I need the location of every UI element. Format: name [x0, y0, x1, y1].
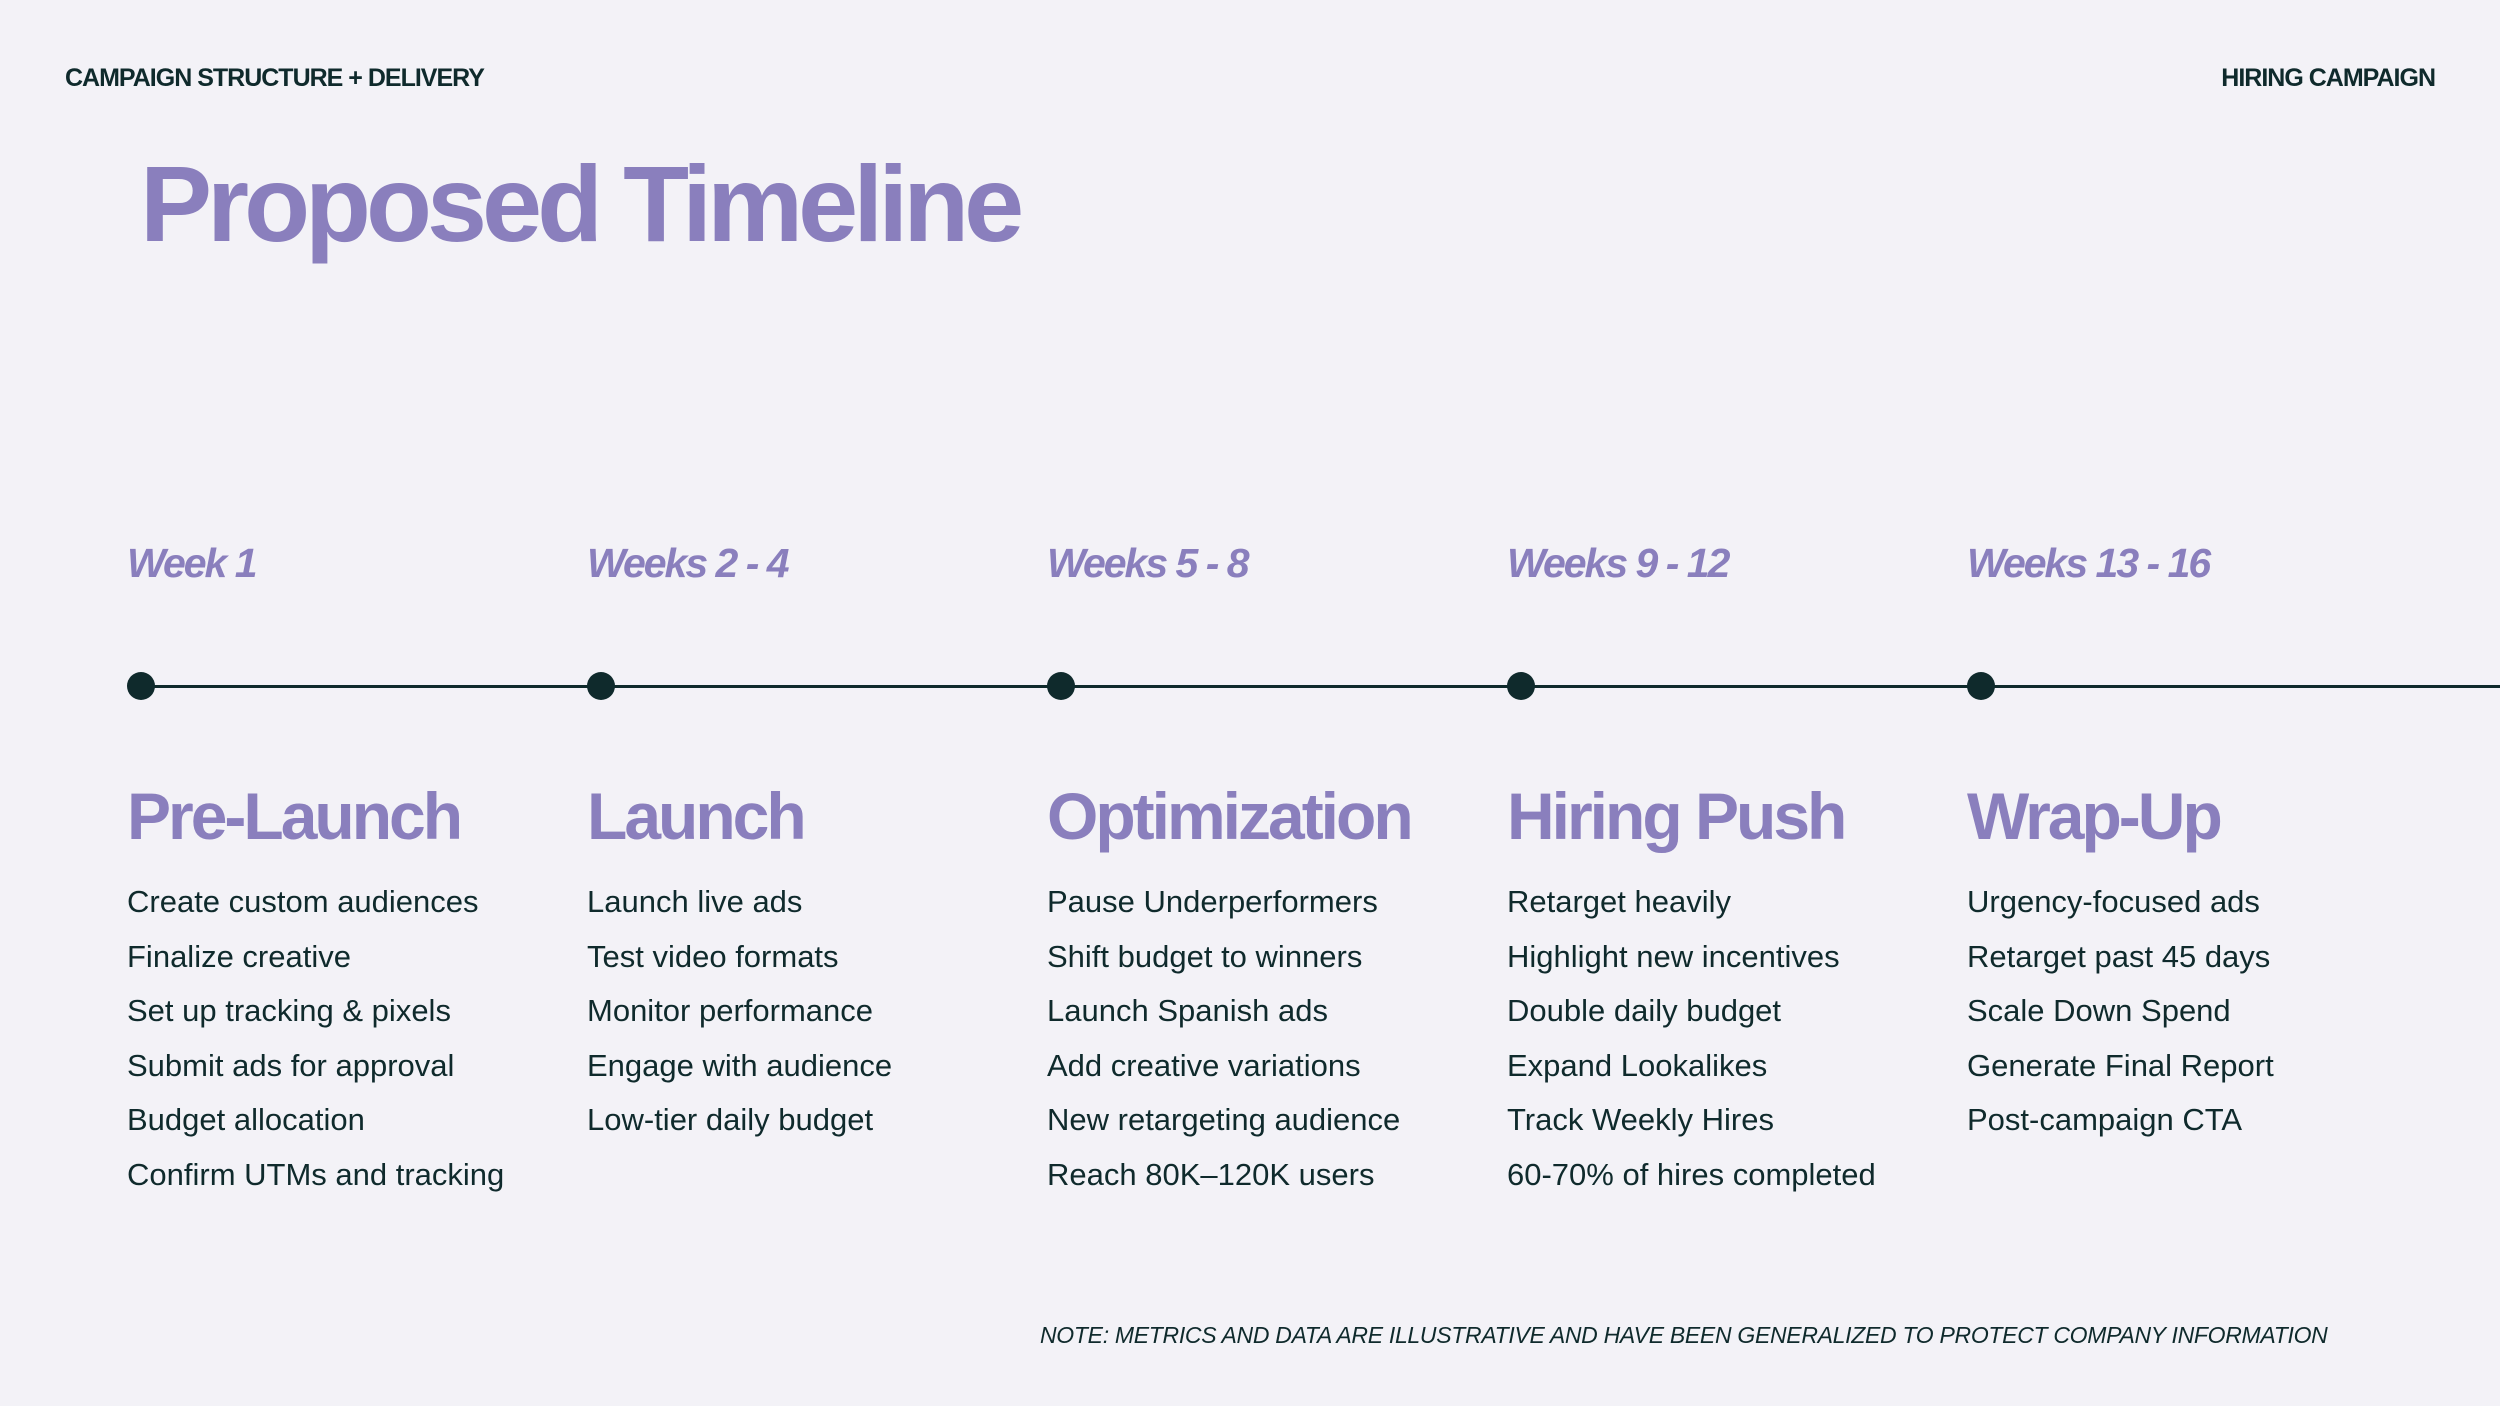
- timeline-dot: [127, 672, 155, 700]
- phase-task-item: Reach 80K–120K users: [1047, 1156, 1375, 1192]
- phase-task-item: Expand Lookalikes: [1507, 1047, 1768, 1083]
- phase-week-label: Weeks 2 - 4: [587, 540, 790, 586]
- phase-title: Pre-Launch: [127, 779, 463, 853]
- phase-task-item: Low-tier daily budget: [587, 1102, 874, 1138]
- phase-week-label: Weeks 5 - 8: [1047, 540, 1250, 586]
- phase-title: Hiring Push: [1507, 779, 1847, 853]
- phase-task-item: Generate Final Report: [1967, 1047, 2274, 1083]
- phase-task-item: Scale Down Spend: [1967, 993, 2231, 1029]
- phase-task-item: Urgency-focused ads: [1967, 884, 2260, 919]
- phase-task-item: Set up tracking & pixels: [127, 993, 451, 1029]
- phase-task-item: Retarget past 45 days: [1967, 938, 2271, 974]
- page-title: Proposed Timeline: [140, 143, 1024, 264]
- phase-task-list: Create custom audiences Finalize creativ…: [127, 875, 504, 1203]
- phase-title: Optimization: [1047, 779, 1414, 853]
- phase-task-list: Launch live ads Test video formats Monit…: [587, 875, 892, 1148]
- phase-task-item: Confirm UTMs and tracking: [127, 1156, 505, 1192]
- phase-task-item: 60-70% of hires completed: [1507, 1156, 1876, 1192]
- phase-week-label: Weeks 13 - 16: [1967, 540, 2211, 586]
- phase-task-item: Add creative variations: [1047, 1047, 1361, 1083]
- phase-task-item: Launch live ads: [587, 884, 803, 919]
- phase-task-item: Test video formats: [587, 938, 839, 974]
- phase-task-item: Finalize creative: [127, 938, 351, 974]
- phase-task-item: Post-campaign CTA: [1967, 1102, 2243, 1138]
- phase-task-item: Submit ads for approval: [127, 1047, 455, 1083]
- phase-task-item: Double daily budget: [1507, 993, 1782, 1029]
- phase-task-item: Launch Spanish ads: [1047, 993, 1328, 1029]
- phase-task-item: Engage with audience: [587, 1047, 893, 1083]
- phase-week-label: Weeks 9 - 12: [1507, 540, 1730, 586]
- phase-task-list: Retarget heavily Highlight new incentive…: [1507, 875, 1876, 1203]
- phase-week-label: Week 1: [127, 540, 258, 586]
- disclaimer-note: NOTE: METRICS AND DATA ARE ILLUSTRATIVE …: [1040, 1322, 2328, 1348]
- phase-task-item: Create custom audiences: [127, 884, 479, 919]
- phase-task-item: Retarget heavily: [1507, 884, 1732, 919]
- section-label: CAMPAIGN STRUCTURE + DELIVERY: [65, 64, 485, 92]
- phase-task-item: Highlight new incentives: [1507, 938, 1840, 974]
- phase-task-item: Pause Underperformers: [1047, 884, 1378, 919]
- phase-task-item: New retargeting audience: [1047, 1102, 1401, 1138]
- phase-task-item: Monitor performance: [587, 993, 874, 1029]
- phase-task-list: Urgency-focused ads Retarget past 45 day…: [1967, 875, 2274, 1148]
- phase-title: Wrap-Up: [1967, 779, 2223, 853]
- phase-task-item: Shift budget to winners: [1047, 938, 1363, 974]
- timeline-dot: [1967, 672, 1995, 700]
- phase-task-item: Budget allocation: [127, 1102, 365, 1138]
- phase-task-item: Track Weekly Hires: [1507, 1102, 1774, 1138]
- campaign-label: HIRING CAMPAIGN: [2221, 64, 2436, 92]
- timeline-dot: [1507, 672, 1535, 700]
- phase-title: Launch: [587, 779, 807, 853]
- timeline-dot: [1047, 672, 1075, 700]
- phase-task-list: Pause Underperformers Shift budget to wi…: [1047, 875, 1400, 1203]
- timeline-line: [140, 685, 2500, 688]
- timeline-dot: [587, 672, 615, 700]
